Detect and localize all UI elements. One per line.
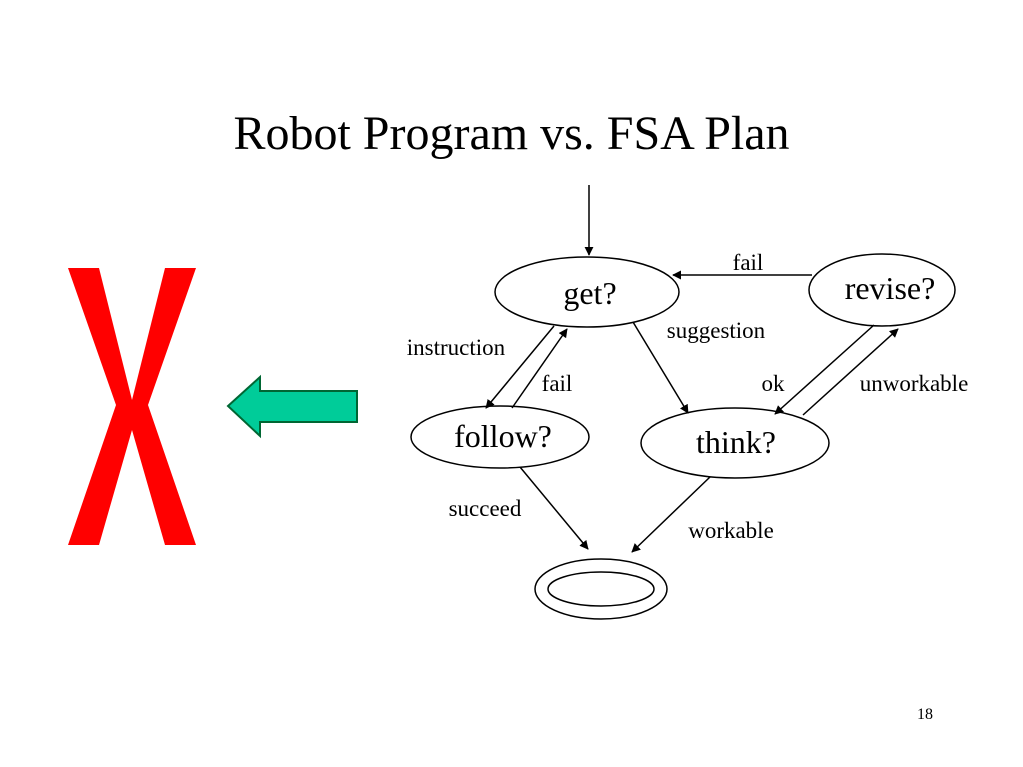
edge-label-revise-to-think: ok xyxy=(762,371,786,396)
state-revise-label: revise? xyxy=(845,270,936,306)
edge-label-think-to-final: workable xyxy=(688,518,774,543)
state-think-label: think? xyxy=(696,424,776,460)
state-final xyxy=(534,558,668,620)
state-revise xyxy=(808,253,956,327)
slide-title: Robot Program vs. FSA Plan xyxy=(233,107,790,160)
edge-get-to-think xyxy=(632,321,689,414)
state-follow xyxy=(410,405,590,469)
edge-revise-to-think xyxy=(774,324,875,415)
red-x-icon xyxy=(68,268,196,545)
edge-think-to-revise xyxy=(802,328,899,416)
edge-get-to-follow xyxy=(485,325,555,409)
edge-follow-to-final xyxy=(519,466,589,550)
red-x-mark xyxy=(68,268,196,545)
edge-label-think-to-revise: unworkable xyxy=(860,371,969,396)
page-number: 18 xyxy=(917,706,933,723)
edge-label-get-to-follow: instruction xyxy=(407,335,506,360)
edge-label-follow-to-final: succeed xyxy=(449,496,522,521)
edge-label-follow-to-get: fail xyxy=(542,371,573,396)
edge-label-revise-to-get: fail xyxy=(733,250,764,275)
edge-think-to-final xyxy=(631,476,711,553)
edge-follow-to-get xyxy=(511,328,568,409)
state-get-label: get? xyxy=(563,275,616,311)
green-left-arrow-icon xyxy=(226,374,358,439)
state-think xyxy=(640,407,830,479)
state-get xyxy=(494,256,680,328)
state-follow-label: follow? xyxy=(454,418,552,454)
edge-label-get-to-think: suggestion xyxy=(667,318,766,343)
